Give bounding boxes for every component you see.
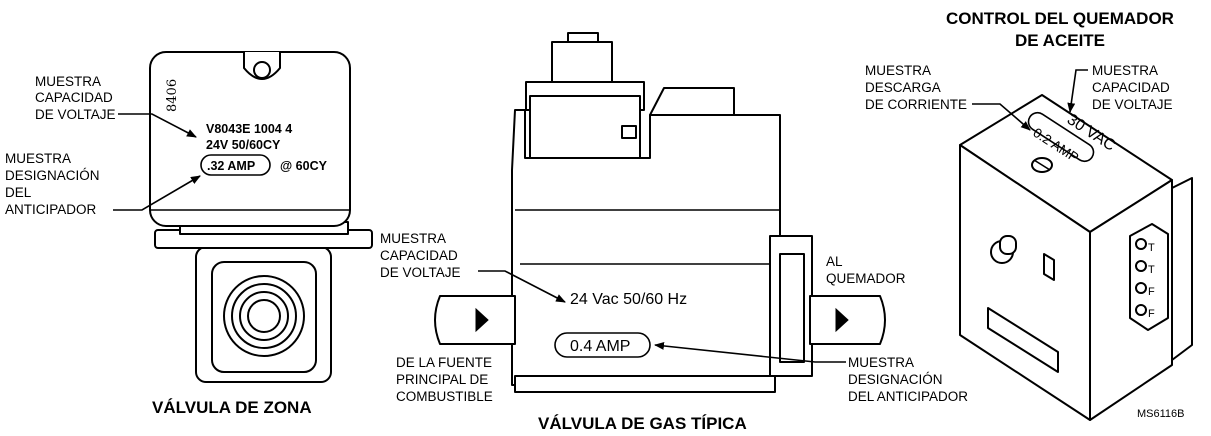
callout-text: COMBUSTIBLE <box>396 389 493 404</box>
gas-valve-burner-callout: AL QUEMADOR <box>826 254 906 286</box>
callout-text: DEL <box>5 185 32 200</box>
zone-valve-voltage: 24V 50/60CY <box>206 138 281 152</box>
callout-text: PRINCIPAL DE <box>396 372 488 387</box>
callout-arrow <box>113 175 201 211</box>
oil-control-title-line1: CONTROL DEL QUEMADOR <box>946 9 1174 28</box>
callout-text: DE VOLTAJE <box>380 265 461 280</box>
figure-id: MS6116B <box>1137 408 1185 420</box>
oil-control-current-callout: MUESTRA DESCARGA DE CORRIENTE <box>865 63 1031 131</box>
callout-text: DEL ANTICIPADOR <box>848 389 968 404</box>
callout-text: DE CORRIENTE <box>865 97 967 112</box>
callout-arrow <box>1067 69 1088 113</box>
oil-control-title-line2: DE ACEITE <box>1015 31 1105 50</box>
callout-text: ANTICIPADOR <box>5 202 97 217</box>
terminal-label: F <box>1148 286 1155 298</box>
callout-arrow <box>118 113 197 138</box>
callout-text: CAPACIDAD <box>1092 80 1170 95</box>
terminal-label: F <box>1148 308 1155 320</box>
oil-control-voltage-callout: MUESTRA CAPACIDAD DE VOLTAJE <box>1067 63 1173 113</box>
gas-valve-voltage-callout: MUESTRA CAPACIDAD DE VOLTAJE <box>380 231 566 303</box>
zone-valve-stamp: 8406 <box>165 79 180 112</box>
callout-text: CAPACIDAD <box>35 90 113 105</box>
callout-arrow <box>972 103 1031 131</box>
gas-valve-source-callout: DE LA FUENTE PRINCIPAL DE COMBUSTIBLE <box>396 355 493 404</box>
callout-text: MUESTRA <box>865 63 931 78</box>
callout-text: MUESTRA <box>35 74 101 89</box>
gas-valve-title: VÁLVULA DE GAS TÍPICA <box>538 414 747 433</box>
callout-text: MUESTRA <box>848 355 914 370</box>
zone-valve-voltage-callout: MUESTRA CAPACIDAD DE VOLTAJE <box>35 74 197 138</box>
callout-arrow <box>478 270 566 303</box>
terminal-strip: T T F F <box>1135 238 1155 320</box>
callout-text: QUEMADOR <box>826 271 906 286</box>
callout-text: MUESTRA <box>1092 63 1158 78</box>
oil-control-illustration: T T F F 30 VAC 0.2 AMP <box>959 94 1193 421</box>
gas-valve-illustration: 24 Vac 50/60 Hz 0.4 AMP <box>434 32 886 393</box>
zone-valve-anticipator-callout: MUESTRA DESIGNACIÓN DEL ANTICIPADOR <box>5 151 201 217</box>
callout-text: DE VOLTAJE <box>1092 97 1173 112</box>
callout-arrow <box>654 341 846 363</box>
zone-valve-title: VÁLVULA DE ZONA <box>152 398 312 417</box>
callout-text: DESCARGA <box>865 80 941 95</box>
callout-text: DESIGNACIÓN <box>5 168 100 183</box>
zone-valve-amp: .32 AMP <box>207 159 255 173</box>
callout-text: CAPACIDAD <box>380 248 458 263</box>
terminal-label: T <box>1148 264 1155 276</box>
gas-valve-amp: 0.4 AMP <box>570 338 630 355</box>
callout-text: MUESTRA <box>5 151 71 166</box>
zone-valve-cy: @ 60CY <box>280 159 328 173</box>
zone-valve-model: V8043E 1004 4 <box>206 122 292 136</box>
callout-text: MUESTRA <box>380 231 446 246</box>
zone-valve-illustration: 8406 V8043E 1004 4 24V 50/60CY .32 AMP @… <box>149 51 373 383</box>
gas-valve-voltage: 24 Vac 50/60 Hz <box>570 291 687 308</box>
callout-text: DE LA FUENTE <box>396 355 492 370</box>
callout-text: DE VOLTAJE <box>35 107 116 122</box>
callout-text: DESIGNACIÓN <box>848 372 943 387</box>
terminal-label: T <box>1148 242 1155 254</box>
gas-valve-anticipator-callout: MUESTRA DESIGNACIÓN DEL ANTICIPADOR <box>654 341 968 404</box>
callout-text: AL <box>826 254 843 269</box>
